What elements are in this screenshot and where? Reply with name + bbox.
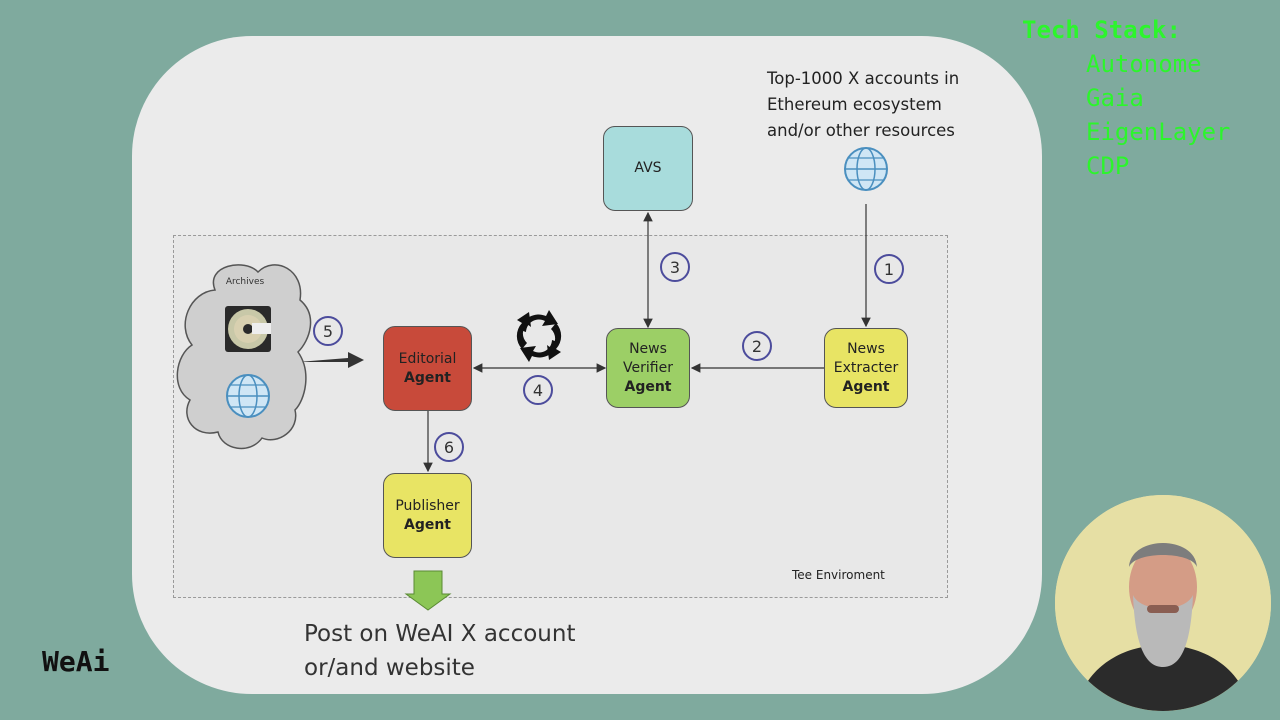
- step-2: 2: [742, 331, 772, 361]
- verifier-line2: Verifier: [623, 359, 673, 376]
- globe-icon-archives: [226, 374, 270, 418]
- source-note-line1: Top-1000 X accounts in: [767, 69, 960, 88]
- output-arrow: [404, 570, 452, 611]
- publisher-line1: Publisher: [395, 497, 460, 514]
- publisher-line2: Agent: [403, 516, 451, 533]
- archives-cloud: [176, 264, 312, 450]
- editorial-line1: Editorial: [398, 350, 457, 367]
- tech-stack-heading: Tech Stack:: [1022, 16, 1181, 44]
- webcam-avatar: [1055, 495, 1271, 711]
- presenter-figure: [1055, 495, 1271, 711]
- globe-icon-source: [844, 147, 888, 191]
- source-note: Top-1000 X accounts in Ethereum ecosyste…: [767, 66, 959, 144]
- output-text: Post on WeAI X account or/and website: [304, 617, 575, 685]
- step-1: 1: [874, 254, 904, 284]
- tech-stack-item-2: Gaia: [1086, 84, 1144, 112]
- tee-label: Tee Enviroment: [792, 568, 885, 582]
- step-3: 3: [660, 252, 690, 282]
- step-6: 6: [434, 432, 464, 462]
- extracter-agent-node: News Extracter Agent: [824, 328, 908, 408]
- publisher-agent-node: Publisher Agent: [383, 473, 472, 558]
- tech-stack-item-3: EigenLayer: [1086, 118, 1231, 146]
- disc-icon: [225, 306, 271, 352]
- step-4: 4: [523, 375, 553, 405]
- output-line1: Post on WeAI X account: [304, 621, 576, 647]
- output-line2: or/and website: [304, 655, 475, 681]
- cycle-icon: [516, 310, 562, 362]
- tech-stack-item-1: Autonome: [1086, 50, 1202, 78]
- tee-environment: [173, 235, 948, 598]
- editorial-line2: Agent: [403, 369, 451, 386]
- brand-logo-text: WeAi: [42, 645, 110, 678]
- extracter-line2: Extracter: [833, 359, 899, 376]
- editorial-agent-node: Editorial Agent: [383, 326, 472, 411]
- verifier-line3: Agent: [624, 378, 672, 395]
- verifier-line1: News: [629, 340, 667, 357]
- extracter-line3: Agent: [842, 378, 890, 395]
- step-5: 5: [313, 316, 343, 346]
- extracter-line1: News: [847, 340, 885, 357]
- avs-node: AVS: [603, 126, 693, 211]
- archives-label: Archives: [225, 277, 265, 287]
- tech-stack-item-4: CDP: [1086, 152, 1130, 180]
- source-note-line3: and/or other resources: [767, 121, 955, 140]
- source-note-line2: Ethereum ecosystem: [767, 95, 942, 114]
- avs-label: AVS: [634, 160, 662, 176]
- verifier-agent-node: News Verifier Agent: [606, 328, 690, 408]
- edge-archives-editorial: [298, 352, 364, 368]
